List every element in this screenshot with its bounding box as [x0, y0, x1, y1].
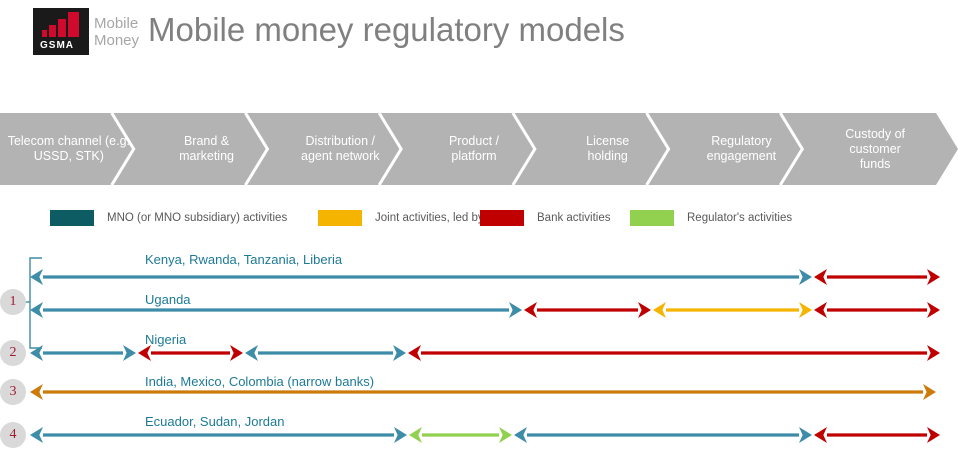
gsma-logo-mark: GSMA — [33, 8, 89, 55]
chevron-separator — [244, 113, 270, 185]
row-label-1: Kenya, Rwanda, Tanzania, Liberia — [145, 252, 343, 267]
legend-label-2: Joint activities, led by bank — [375, 212, 512, 224]
arrow-head-left — [524, 302, 537, 318]
arrow-head-left — [30, 269, 43, 285]
chevron-band-shape — [0, 113, 958, 185]
arrow-head-right — [509, 302, 522, 318]
group-number-4: 4 — [0, 422, 26, 448]
arrow-head-right — [638, 302, 651, 318]
group-number-3: 3 — [0, 379, 26, 405]
chevron-stage-line-2: marketing — [179, 149, 234, 163]
chevron-stage-label-1: Telecom channel (e.g.USSD, STK) — [2, 134, 136, 164]
page-title: Mobile money regulatory models — [148, 11, 625, 48]
legend-item-1: MNO (or MNO subsidiary) activities — [50, 210, 287, 226]
logo-bar-2 — [49, 25, 56, 37]
arrow-head-right — [799, 269, 812, 285]
arrow-head-left — [245, 345, 258, 361]
legend-label-1: MNO (or MNO subsidiary) activities — [107, 212, 288, 224]
arrow-head-left — [30, 302, 43, 318]
chevron-stage-label-3: Distribution /agent network — [273, 134, 407, 164]
arrow-head-left — [653, 302, 666, 318]
chevron-stage-line-2: USSD, STK) — [33, 149, 104, 163]
chevron-stage-line-2: holding — [587, 149, 628, 163]
arrow-head-left — [30, 427, 43, 443]
arrow-head-right — [923, 384, 936, 400]
arrow-head-left — [30, 345, 43, 361]
legend-label-3: Bank activities — [537, 212, 611, 224]
chevron-separator — [645, 113, 671, 185]
arrow-head-right — [230, 345, 243, 361]
arrow-head-right — [499, 427, 512, 443]
chevron-stage-line-1: Distribution / — [305, 134, 376, 148]
chevron-stage-line-2: agent network — [301, 149, 380, 163]
arrow-head-right — [393, 345, 406, 361]
arrow-head-left — [30, 384, 43, 400]
legend-swatch-4 — [630, 210, 674, 226]
chevron-stage-line-1: Regulatory — [711, 134, 772, 148]
legend-item-4: Regulator's activities — [630, 210, 792, 226]
arrow-head-left — [814, 427, 827, 443]
legend-item-3: Bank activities — [480, 210, 611, 226]
logo-word-line2: Money — [94, 31, 140, 49]
chevron-stage-line-1: Custody of — [845, 126, 906, 141]
chevron-separator — [511, 113, 537, 185]
arrow-head-right — [927, 269, 940, 285]
row-label-2: Uganda — [145, 292, 191, 307]
arrow-head-right — [123, 345, 136, 361]
arrow-head-right — [927, 427, 940, 443]
arrow-head-right — [394, 427, 407, 443]
arrow-head-left — [814, 302, 827, 318]
page-header: GSMA Mobile Money Mobile money regulator… — [0, 0, 958, 100]
arrow-head-left — [408, 345, 421, 361]
chevron-stage-line-1: Product / — [448, 134, 499, 148]
arrow-head-left — [409, 427, 422, 443]
logo-bar-4 — [68, 12, 79, 37]
chevron-stage-line-2: engagement — [706, 149, 777, 163]
arrow-head-left — [814, 269, 827, 285]
gsma-wordmark: GSMA — [40, 40, 74, 51]
arrow-head-right — [927, 345, 940, 361]
chevron-stage-line-3: funds — [859, 156, 891, 171]
row-label-4: India, Mexico, Colombia (narrow banks) — [145, 374, 375, 389]
arrow-head-left — [138, 345, 151, 361]
row-label-5: Ecuador, Sudan, Jordan — [145, 414, 285, 429]
group-number-1: 1 — [0, 289, 26, 315]
legend-item-2: Joint activities, led by bank — [318, 210, 512, 226]
arrow-head-right — [799, 302, 812, 318]
legend-label-4: Regulator's activities — [687, 212, 793, 224]
chevron-stage-line-2: customer — [849, 141, 901, 156]
chevron-stage-line-1: Brand & — [183, 134, 230, 148]
arrow-head-right — [927, 302, 940, 318]
gsma-mobile-money-logo: GSMA Mobile Money — [33, 8, 143, 55]
chevron-separator — [779, 113, 805, 185]
chevron-stage-line-1: Telecom channel (e.g. — [7, 134, 130, 148]
group-bracket-1 — [29, 257, 42, 349]
group-number-2: 2 — [0, 340, 26, 366]
legend-swatch-2 — [318, 210, 362, 226]
row-label-3: Nigeria — [145, 332, 187, 347]
legend-swatch-1 — [50, 210, 94, 226]
arrow-head-right — [799, 427, 812, 443]
logo-word-line1: Mobile — [94, 14, 139, 32]
logo-bar-1 — [42, 30, 47, 37]
chevron-band-graphic — [0, 113, 958, 185]
logo-bar-3 — [58, 19, 66, 37]
chevron-stage-line-1: License — [586, 134, 630, 148]
mobile-money-wordmark: Mobile Money — [94, 8, 139, 55]
chevron-stage-label-2: Brand &marketing — [140, 134, 274, 164]
chevron-separator — [377, 113, 403, 185]
chevron-stage-line-2: platform — [451, 149, 497, 163]
chevron-separator — [110, 113, 136, 185]
value-chain-chevron-band: Telecom channel (e.g.USSD, STK)Brand &ma… — [0, 113, 958, 185]
arrow-head-left — [514, 427, 527, 443]
legend-swatch-3 — [480, 210, 524, 226]
chevron-stage-label-4: Product /platform — [407, 134, 541, 164]
legend: MNO (or MNO subsidiary) activities Joint … — [0, 206, 958, 236]
